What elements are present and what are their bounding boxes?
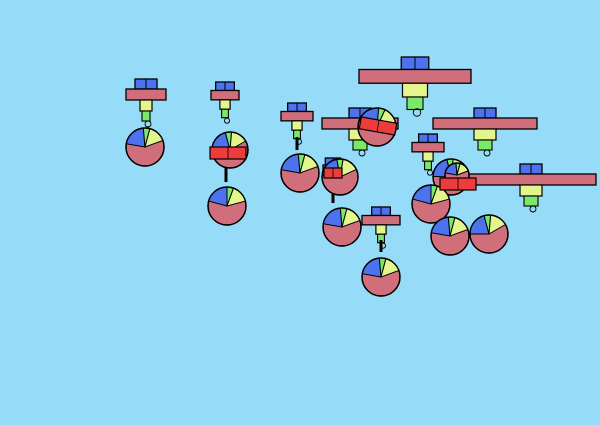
tower-low-block — [352, 139, 368, 151]
pie-ball-outline — [125, 127, 165, 167]
red-block — [323, 167, 343, 179]
tower-mid-block — [139, 99, 153, 112]
ball-layer — [125, 107, 509, 297]
tower-mid-block — [401, 82, 429, 98]
pie-ball-outline — [280, 153, 320, 193]
red-block — [358, 116, 398, 136]
tower-pivot — [529, 205, 537, 213]
red-layer — [209, 116, 477, 191]
tower-mid-block — [422, 151, 434, 162]
tower-mid-block — [519, 184, 543, 197]
pie-ball-outline — [469, 214, 509, 254]
pie-ball — [411, 184, 451, 224]
balance-tower — [210, 81, 240, 124]
tower-low-block — [477, 139, 493, 151]
tower-mid-block — [375, 224, 387, 235]
tower-low-block — [523, 195, 539, 207]
pie-ball-outline — [411, 184, 451, 224]
balance-tower — [280, 102, 314, 145]
pie-ball-outline — [430, 216, 470, 256]
tower-low-block — [141, 110, 151, 122]
pie-ball — [207, 186, 247, 226]
tower-mid-block — [473, 128, 497, 141]
red-block — [439, 177, 477, 191]
tower-pivot — [483, 149, 491, 157]
pie-ball — [469, 214, 509, 254]
tower-bar — [411, 141, 445, 153]
tower-mid-block — [291, 120, 303, 131]
tower-bar — [432, 117, 538, 130]
balance-tower — [411, 133, 445, 176]
tower-low-block — [221, 108, 229, 119]
pie-ball — [125, 127, 165, 167]
pie-ball-outline — [321, 158, 359, 196]
tower-bar — [125, 88, 167, 101]
tower-pivot — [144, 120, 152, 128]
balance-tower — [361, 206, 401, 249]
tower-bar — [210, 89, 240, 101]
balance-tower — [432, 107, 538, 157]
pie-ball — [322, 207, 362, 247]
red-block-seam — [376, 120, 380, 132]
balance-tower — [358, 56, 472, 117]
tower-bar — [280, 110, 314, 122]
tower-bar — [465, 173, 597, 186]
pie-ball — [280, 153, 320, 193]
pie-ball — [361, 257, 401, 297]
tower-pivot — [427, 169, 434, 176]
tower-low-block — [424, 160, 432, 171]
pie-ball-outline — [322, 207, 362, 247]
tower-pivot — [412, 108, 422, 117]
tower-bar — [361, 214, 401, 226]
pie-ball-outline — [361, 257, 401, 297]
pie-ball-outline — [207, 186, 247, 226]
tower-low-block — [406, 96, 424, 111]
tower-mid-block — [219, 99, 231, 110]
tower-bar — [358, 68, 472, 84]
red-block — [209, 146, 247, 160]
tower-pivot — [223, 117, 230, 124]
balance-tower — [125, 78, 167, 128]
pie-ball — [430, 216, 470, 256]
tower-pivot — [358, 149, 366, 157]
